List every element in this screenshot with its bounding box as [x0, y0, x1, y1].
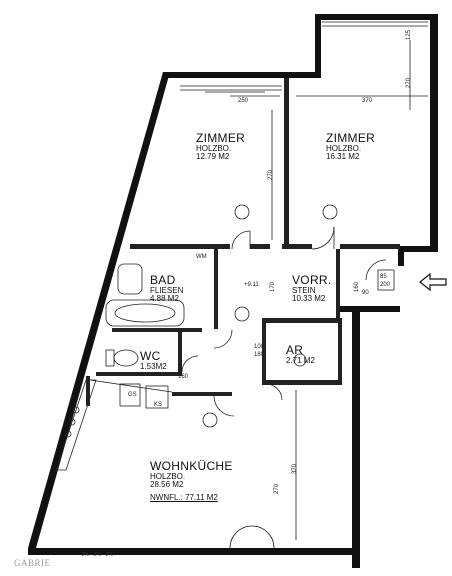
- dim-label: 160: [178, 374, 189, 380]
- room-bad: BAD FLIESEN 4.88 M2: [150, 274, 183, 303]
- room-area: 28.56 M2: [150, 479, 184, 489]
- room-zimmer-2: ZIMMER HOLZBO. 16.31 M2: [326, 132, 375, 161]
- fridge-label: KS: [154, 402, 163, 408]
- room-floor: HOLZBO.: [150, 471, 186, 481]
- footnote: ·2%· ·2%· ·2%·: [80, 552, 115, 558]
- dim-label: 270: [268, 169, 275, 181]
- room-area: 1.53M2: [140, 361, 167, 371]
- fixtures: [55, 21, 428, 549]
- dim-label: 270: [406, 77, 413, 89]
- entrance-arrow: [419, 272, 447, 292]
- watermark-logo: GABRIE: [14, 558, 51, 568]
- room-area: 16.31 M2: [326, 151, 360, 161]
- dim-label: 370: [362, 98, 373, 104]
- room-name: WC: [140, 349, 161, 363]
- room-zimmer-1: ZIMMER HOLZBO. 12.79 M2: [196, 132, 245, 161]
- room-name: VORR.: [292, 273, 332, 287]
- room-floor: STEIN: [292, 285, 316, 295]
- room-name: WOHNKÜCHE: [150, 459, 233, 473]
- dim-label: 250: [238, 98, 249, 104]
- dim-label: 160: [354, 281, 361, 293]
- outer-walls: [28, 14, 438, 568]
- room-name: ZIMMER: [326, 131, 376, 145]
- dim-label: 180: [254, 352, 265, 358]
- room-vorr: VORR. STEIN 10.33 M2: [292, 274, 332, 303]
- room-name: BAD: [150, 273, 176, 287]
- dim-label: +9.11: [244, 282, 259, 288]
- dim-label: 270: [274, 483, 281, 495]
- room-floor: HOLZBO.: [196, 143, 232, 153]
- dim-label: 85: [380, 274, 387, 280]
- room-wc: WC 1.53M2: [140, 350, 167, 371]
- dim-label: 90: [362, 290, 369, 296]
- room-floor: HOLZBO.: [326, 143, 362, 153]
- room-name: ZIMMER: [196, 131, 246, 145]
- dim-label: 200: [380, 282, 391, 288]
- interior-walls: [86, 78, 400, 406]
- room-wohnkueche: WOHNKÜCHE HOLZBO. 28.56 M2 NWNFL.: 77.11…: [150, 460, 233, 503]
- room-area: 2.71 M2: [286, 355, 315, 365]
- room-area: 10.33 M2: [292, 293, 326, 303]
- room-floor: FLIESEN: [150, 285, 184, 295]
- dim-label: 125: [406, 29, 413, 41]
- room-name: AR: [286, 343, 304, 357]
- room-area: 4.88 M2: [150, 293, 179, 303]
- room-ar: AR 2.71 M2: [286, 344, 315, 365]
- room-area: 12.79 M2: [196, 151, 230, 161]
- net-floor-area: NWNFL.: 77.11 M2: [150, 493, 218, 503]
- dishwasher-label: GS: [128, 392, 137, 398]
- dim-label: 170: [270, 281, 277, 293]
- washing-machine-label: WM: [196, 254, 207, 260]
- dim-label: 100: [254, 344, 265, 350]
- dim-label: 370: [292, 463, 299, 475]
